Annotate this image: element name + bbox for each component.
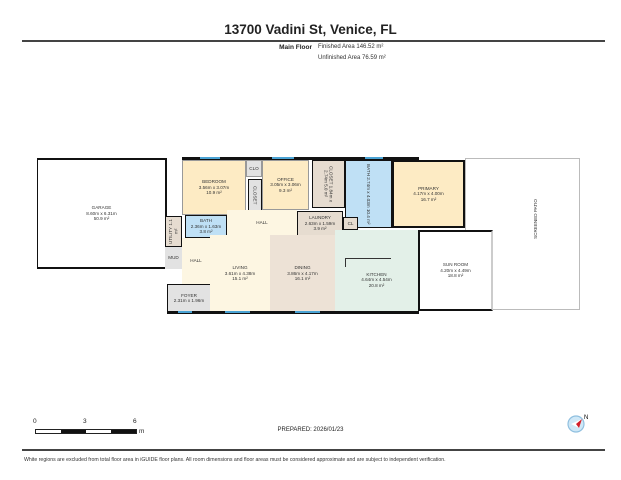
window [272,157,294,159]
room-bath-primary: BATH 2.74m x 4.03m 10.4 m² [345,160,392,228]
prepared-date: PREPARED: 2026/01/23 [277,427,344,433]
exterior-wall-top [182,157,419,160]
room-mud: MUD [165,247,182,269]
window [365,157,383,159]
finished-area: Finished Area 146.52 m² [318,44,384,50]
footer-divider [22,449,605,451]
room-hall-entry: HALL [182,238,210,284]
room-utility: UTILITY 1.1 m² [165,216,182,247]
window [178,311,192,313]
window [225,311,250,313]
room-hall: HALL [227,210,297,235]
kitchen-counter [345,258,391,267]
page-title: 13700 Vadini St, Venice, FL [224,22,397,37]
unfinished-area: Unfinished Area 76.59 m² [318,55,386,61]
scale-bar: 0 3 6 m [33,418,145,435]
svg-text:N: N [584,415,588,421]
disclaimer: White regions are excluded from total fl… [24,457,446,463]
room-closet: CLOSET 1.84m x 2.74m 5.0 m² [312,160,345,208]
north-compass-icon: N [566,411,590,440]
window [295,311,320,313]
room-clo: CLO [246,160,262,177]
exterior-wall-bottom [167,311,419,314]
room-cl: CL [343,217,358,230]
room-closet-small: CLOSET [248,179,262,211]
window [200,157,220,159]
header-divider [22,40,605,42]
floor-label: Main Floor [279,44,312,51]
